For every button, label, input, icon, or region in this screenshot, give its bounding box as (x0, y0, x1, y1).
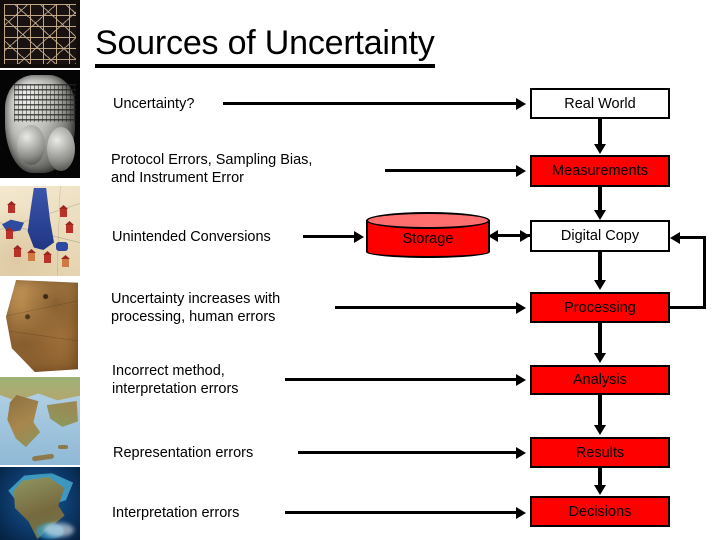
node-measurements-label: Measurements (552, 163, 648, 179)
node-analysis[interactable]: Analysis (530, 365, 670, 395)
stick-chart-image (0, 0, 80, 68)
filmstrip (0, 0, 80, 540)
connector-line-digital-copy-to-processing (598, 252, 602, 281)
connector-arrowhead-measurements (516, 164, 526, 177)
connector-line-unintended-to-storage (303, 235, 354, 238)
connector-line-uncertainty-increases-to-processing (335, 306, 516, 309)
connector-line-representation-to-results (298, 451, 516, 454)
node-real-world[interactable]: Real World (530, 88, 670, 119)
map-building (60, 208, 67, 217)
map-building (8, 204, 15, 213)
connector-line-interpretation-to-decisions (285, 511, 516, 514)
connector-line-analysis-to-results (598, 395, 602, 426)
connector-arrowhead-down-results (594, 425, 606, 435)
connector-line-protocol-to-measurements (385, 169, 516, 172)
satellite-cloud (44, 523, 74, 537)
parchment-ink (6, 280, 78, 372)
node-digital-copy[interactable]: Digital Copy (530, 220, 670, 252)
tablet-body (5, 75, 76, 173)
node-results[interactable]: Results (530, 437, 670, 468)
connector-arrowhead-down-digital-copy (594, 210, 606, 220)
node-decisions[interactable]: Decisions (530, 496, 670, 527)
node-processing[interactable]: Processing (530, 292, 670, 323)
terrain-map-image (0, 377, 80, 465)
connector-arrowhead-processing (516, 301, 526, 314)
node-real-world-label: Real World (564, 95, 636, 112)
page-title: Sources of Uncertainty (95, 24, 435, 68)
node-decisions-label: Decisions (568, 503, 632, 520)
connector-feedback-riser (703, 236, 706, 309)
source-label-interpretation-errors: Interpretation errors (112, 505, 240, 521)
node-measurements[interactable]: Measurements (530, 155, 670, 187)
node-results-label: Results (575, 444, 625, 461)
connector-arrowhead-down-analysis (594, 353, 606, 363)
map-building (44, 254, 51, 263)
connector-arrowhead-down-decisions (594, 485, 606, 495)
map-pond (56, 242, 68, 251)
clay-tablet-image (0, 70, 80, 178)
connector-arrowhead-results (516, 446, 526, 459)
connector-arrowhead-right-digital-copy (520, 229, 530, 242)
source-label-representation-errors: Representation errors (113, 445, 254, 461)
node-analysis-label: Analysis (573, 372, 627, 388)
source-label-protocol-errors: Protocol Errors, Sampling Bias, and Inst… (111, 152, 313, 186)
node-digital-copy-label: Digital Copy (560, 228, 640, 244)
connector-arrowhead-left-storage (488, 229, 498, 242)
connector-feedback-bottom (666, 306, 706, 309)
connector-arrowhead-down-measurements (594, 144, 606, 154)
connector-line-storage-digital-copy (498, 234, 530, 237)
map-building (62, 258, 69, 267)
parchment-map-image (0, 278, 80, 374)
connector-line-results-to-decisions (598, 468, 602, 486)
node-storage[interactable]: Storage (366, 212, 490, 262)
connector-arrowhead-analysis (516, 373, 526, 386)
terrain-island (58, 445, 68, 449)
map-building (14, 248, 21, 257)
node-processing-label: Processing (564, 299, 636, 316)
connector-arrowhead-down-processing (594, 280, 606, 290)
medieval-city-map-image (0, 186, 80, 276)
map-building (28, 252, 35, 261)
stick-chart-lattice (4, 4, 76, 64)
connector-arrowhead-feedback-digital-copy (670, 231, 680, 244)
map-building (66, 224, 73, 233)
cuneiform-text (14, 84, 76, 122)
connector-arrowhead-decisions (516, 506, 526, 519)
connector-line-processing-to-analysis (598, 323, 602, 353)
connector-feedback-top (680, 236, 706, 239)
connector-arrowhead-real-world (516, 97, 526, 110)
parchment-sheet (6, 280, 78, 372)
tablet-lobe-left (17, 125, 45, 165)
connector-line-real-world-to-measurements (598, 119, 602, 145)
connector-line-uncertainty-to-real-world (223, 102, 516, 105)
source-label-incorrect-method: Incorrect method, interpretation errors (112, 363, 239, 397)
satellite-image (0, 467, 80, 540)
node-storage-label: Storage (402, 231, 454, 247)
storage-cylinder-top (366, 212, 490, 229)
source-label-uncertainty-question: Uncertainty? (113, 96, 195, 112)
source-label-unintended-conversions: Unintended Conversions (112, 229, 271, 245)
source-label-uncertainty-increases: Uncertainty increases with processing, h… (111, 291, 281, 325)
connector-arrowhead-storage (354, 230, 364, 243)
connector-line-incorrect-method-to-analysis (285, 378, 516, 381)
map-building (6, 230, 13, 239)
tablet-lobe-right (47, 127, 75, 171)
connector-line-measurements-to-digital-copy (598, 187, 602, 211)
